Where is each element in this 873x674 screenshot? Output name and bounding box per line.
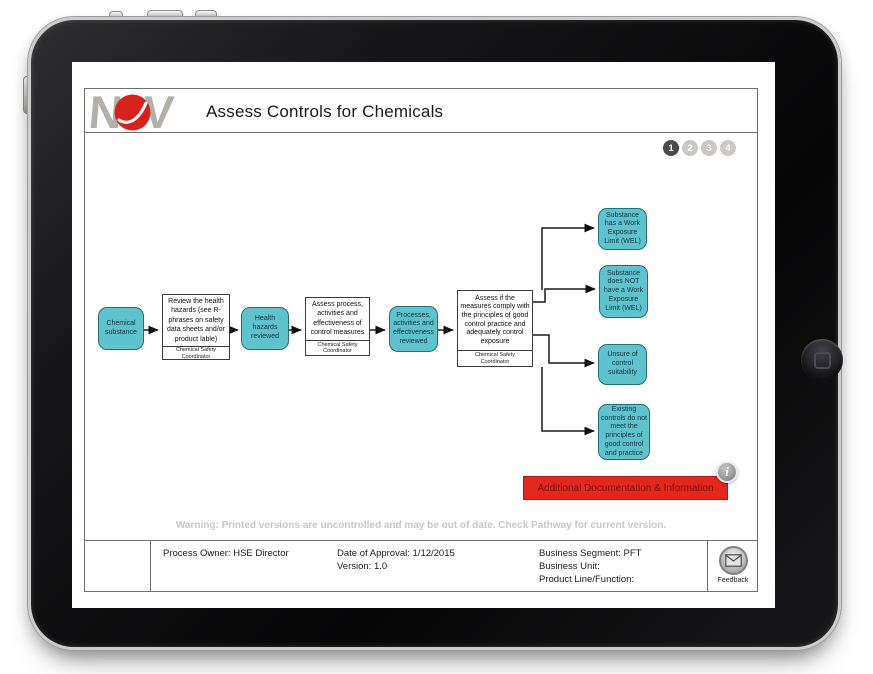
product-line: Product Line/Function: bbox=[539, 574, 635, 585]
page-dot-1[interactable]: 1 bbox=[663, 140, 679, 156]
node-substance-no-wel[interactable]: Substance does NOT have a Work Exposure … bbox=[599, 265, 648, 318]
node-assess-process[interactable]: Assess process, activities and effective… bbox=[305, 297, 370, 356]
footer-divider bbox=[707, 541, 708, 592]
home-button[interactable] bbox=[801, 339, 843, 381]
page-dot-2[interactable]: 2 bbox=[682, 140, 698, 156]
node-review-health-hazards[interactable]: Review the health hazards (see R-phrases… bbox=[162, 294, 230, 360]
info-icon[interactable]: i bbox=[716, 461, 738, 483]
version: Version: 1.0 bbox=[337, 561, 388, 572]
page-title: Assess Controls for Chemicals bbox=[206, 101, 444, 121]
footer-divider bbox=[150, 541, 151, 592]
date-of-approval: Date of Approval: 1/12/2015 bbox=[337, 548, 455, 559]
business-unit: Business Unit: bbox=[539, 561, 600, 572]
process-owner-text: Process Owner: HSE Director bbox=[163, 548, 289, 559]
node-owner: Chemical Safety Coordinator bbox=[306, 339, 369, 355]
approval-version-text: Date of Approval: 1/12/2015 Version: 1.0 bbox=[337, 547, 455, 573]
node-label: Assess process, activities and effective… bbox=[310, 301, 365, 337]
node-unsure-control-suitability[interactable]: Unsure of control suitability bbox=[598, 344, 647, 385]
feedback-label: Feedback bbox=[717, 577, 749, 584]
page-dot-4[interactable]: 4 bbox=[720, 140, 736, 156]
node-owner: Chemical Safety Coordinator bbox=[163, 346, 229, 360]
business-info-text: Business Segment: PFT Business Unit: Pro… bbox=[539, 547, 641, 586]
node-label: Assess if the measures comply with the p… bbox=[460, 294, 530, 346]
node-existing-controls-not-meet[interactable]: Existing controls do not meet the princi… bbox=[598, 404, 650, 460]
warning-text: Warning: Printed versions are uncontroll… bbox=[175, 520, 667, 531]
page-dot-3[interactable]: 3 bbox=[701, 140, 717, 156]
pagination: 1 2 3 4 bbox=[663, 140, 736, 156]
node-label: Review the health hazards (see R-phrases… bbox=[167, 298, 225, 343]
node-owner: Chemical Safety Coordinator bbox=[458, 350, 532, 366]
logo-red-globe-icon bbox=[114, 94, 151, 131]
node-assess-compliance[interactable]: Assess if the measures comply with the p… bbox=[457, 290, 533, 367]
page-footer: Process Owner: HSE Director Date of Appr… bbox=[84, 540, 758, 592]
envelope-icon bbox=[718, 546, 748, 575]
node-health-hazards-reviewed[interactable]: Health hazards reviewed bbox=[241, 307, 289, 350]
page-header: N V Assess Controls for Chemicals bbox=[84, 86, 758, 138]
node-chemical-substance[interactable]: Chemical substance bbox=[98, 307, 144, 350]
node-substance-has-wel[interactable]: Substance has a Work Exposure Limit (WEL… bbox=[598, 208, 647, 250]
feedback-button[interactable]: Feedback bbox=[708, 541, 758, 592]
node-processes-reviewed[interactable]: Processes, activities and effectiveness … bbox=[389, 306, 438, 352]
nov-logo: N V bbox=[87, 86, 176, 138]
additional-documentation-banner[interactable]: Additional Documentation & Information bbox=[523, 476, 728, 500]
business-segment: Business Segment: PFT bbox=[539, 548, 642, 559]
